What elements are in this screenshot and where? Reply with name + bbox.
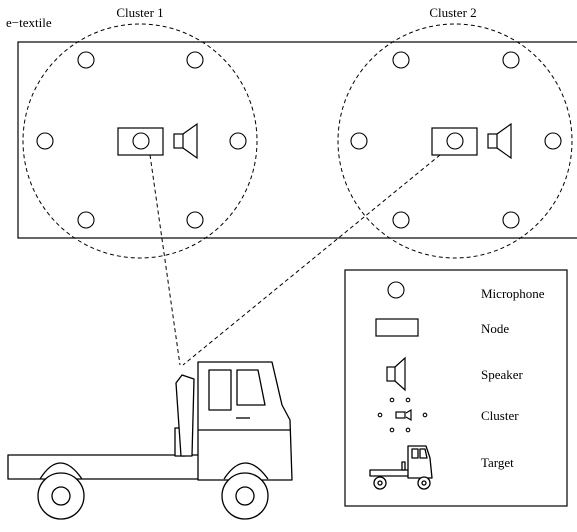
speaker-icon: [387, 358, 405, 390]
microphone-icon: [503, 212, 519, 228]
legend: Microphone Node Speaker Cluster: [345, 270, 567, 506]
microphone-icon: [230, 133, 246, 149]
e-textile-panel: [18, 42, 577, 238]
legend-label-speaker: Speaker: [481, 367, 524, 382]
microphone-icon: [393, 212, 409, 228]
link-cluster-1-to-target: [150, 155, 180, 365]
speaker-icon: [488, 124, 511, 158]
microphone-icon: [388, 282, 404, 298]
legend-label-node: Node: [481, 321, 509, 336]
cluster-2: [338, 24, 572, 258]
legend-label-microphone: Microphone: [481, 286, 545, 301]
microphone-icon: [393, 52, 409, 68]
microphone-icon: [187, 52, 203, 68]
microphone-icon: [78, 212, 94, 228]
cluster-1-label: Cluster 1: [116, 5, 163, 20]
target-truck: [8, 362, 292, 519]
microphone-icon: [351, 133, 367, 149]
node-icon: [432, 128, 477, 155]
legend-label-target: Target: [481, 455, 514, 470]
node-icon: [376, 319, 418, 336]
microphone-icon: [503, 52, 519, 68]
cluster-icon: [378, 398, 427, 432]
legend-label-cluster: Cluster: [481, 408, 519, 423]
target-truck-icon: [370, 446, 432, 489]
node-icon: [118, 128, 163, 155]
microphone-icon: [37, 133, 53, 149]
microphone-icon: [545, 133, 561, 149]
link-cluster-2-to-target: [183, 155, 440, 365]
cluster-1: [23, 24, 257, 258]
microphone-icon: [78, 52, 94, 68]
cluster-2-label: Cluster 2: [429, 5, 476, 20]
e-textile-label: e−textile: [6, 15, 52, 30]
microphone-icon: [187, 212, 203, 228]
speaker-icon: [174, 124, 197, 158]
